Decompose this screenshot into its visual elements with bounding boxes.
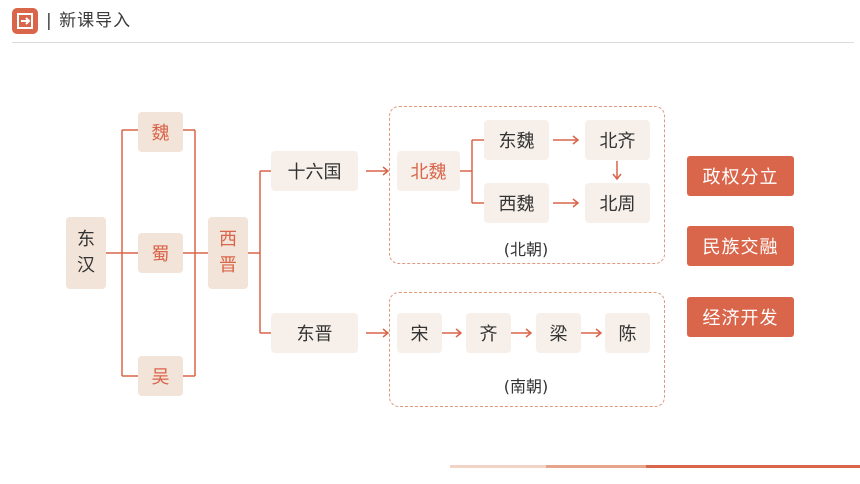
north-dynasties-box xyxy=(389,106,665,264)
arrows xyxy=(366,135,622,338)
node-shiliuguo: 十六国 xyxy=(271,151,358,191)
bracket-xijin-branches xyxy=(260,170,271,334)
tag-economic-development: 经济开发 xyxy=(687,297,794,337)
node-beiqi: 北齐 xyxy=(585,120,650,160)
bracket-sanguo-right-branches xyxy=(183,129,195,377)
node-qi: 齐 xyxy=(466,313,511,353)
node-beiwei: 北魏 xyxy=(397,151,460,191)
node-dongwei: 东魏 xyxy=(484,120,549,160)
node-chen: 陈 xyxy=(605,313,650,353)
footer-bar-mid xyxy=(546,465,646,468)
node-dongjin: 东晋 xyxy=(271,313,358,353)
node-donghan: 东 汉 xyxy=(66,217,106,289)
node-xijin: 西 晋 xyxy=(208,217,248,289)
node-wu: 吴 xyxy=(138,356,183,396)
page-title: | 新课导入 xyxy=(46,11,132,31)
lesson-icon xyxy=(12,8,38,34)
node-song: 宋 xyxy=(397,313,442,353)
node-donghan-char-1: 东 xyxy=(77,229,95,250)
node-wei: 魏 xyxy=(138,112,183,152)
north-dynasties-label: (北朝) xyxy=(503,240,549,259)
node-xijin-char-2: 晋 xyxy=(219,255,237,276)
node-xiwei: 西魏 xyxy=(484,183,549,223)
header-divider xyxy=(12,42,854,43)
footer-bar-dark xyxy=(646,465,860,468)
tag-ethnic-integration: 民族交融 xyxy=(687,226,794,266)
tag-political-division: 政权分立 xyxy=(687,156,794,196)
south-dynasties-label: (南朝) xyxy=(503,377,549,396)
node-xijin-char-1: 西 xyxy=(219,229,237,250)
node-liang: 梁 xyxy=(536,313,581,353)
bracket-sanguo-branches xyxy=(122,129,138,377)
bracket-beiwei-branches xyxy=(472,139,484,204)
node-shu: 蜀 xyxy=(138,233,183,273)
footer-bar-light xyxy=(450,465,546,468)
south-dynasties-box xyxy=(389,292,665,407)
node-beizhou: 北周 xyxy=(585,183,650,223)
node-donghan-char-2: 汉 xyxy=(77,255,95,276)
